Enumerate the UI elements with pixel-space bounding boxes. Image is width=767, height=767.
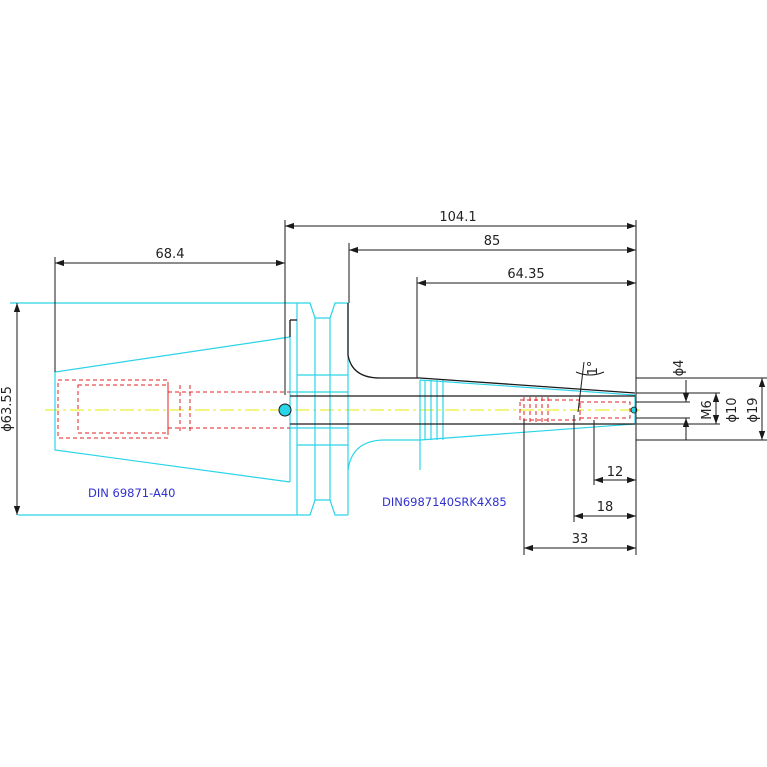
dim-18: 18 [597,500,614,515]
dim-angle: 1° [586,361,601,376]
holder-standard-label: DIN 69871-A40 [88,486,176,500]
dim-bore-diameter: ϕ10 [725,397,740,422]
shank-outline-dark [289,303,636,425]
dim-flange-diameter: ϕ63.55 [0,386,15,432]
dimension-lines [13,220,767,555]
dim-taper-length: 64.35 [507,267,544,282]
dim-tip-diameter: ϕ4 [672,360,687,377]
dim-total-length: 104.1 [439,210,476,225]
dim-cone-length: 68.4 [156,247,185,262]
tool-code-label: DIN6987140SRK4X85 [382,495,507,509]
center-marker-left [278,403,292,417]
dim-thread: M6 [700,400,715,420]
dim-33: 33 [572,532,589,547]
hidden-lines [57,379,631,439]
holder-outline [10,302,636,516]
dim-shank-length: 85 [484,234,501,249]
dim-12: 12 [607,465,624,480]
dim-nose-diameter: ϕ19 [746,397,761,422]
